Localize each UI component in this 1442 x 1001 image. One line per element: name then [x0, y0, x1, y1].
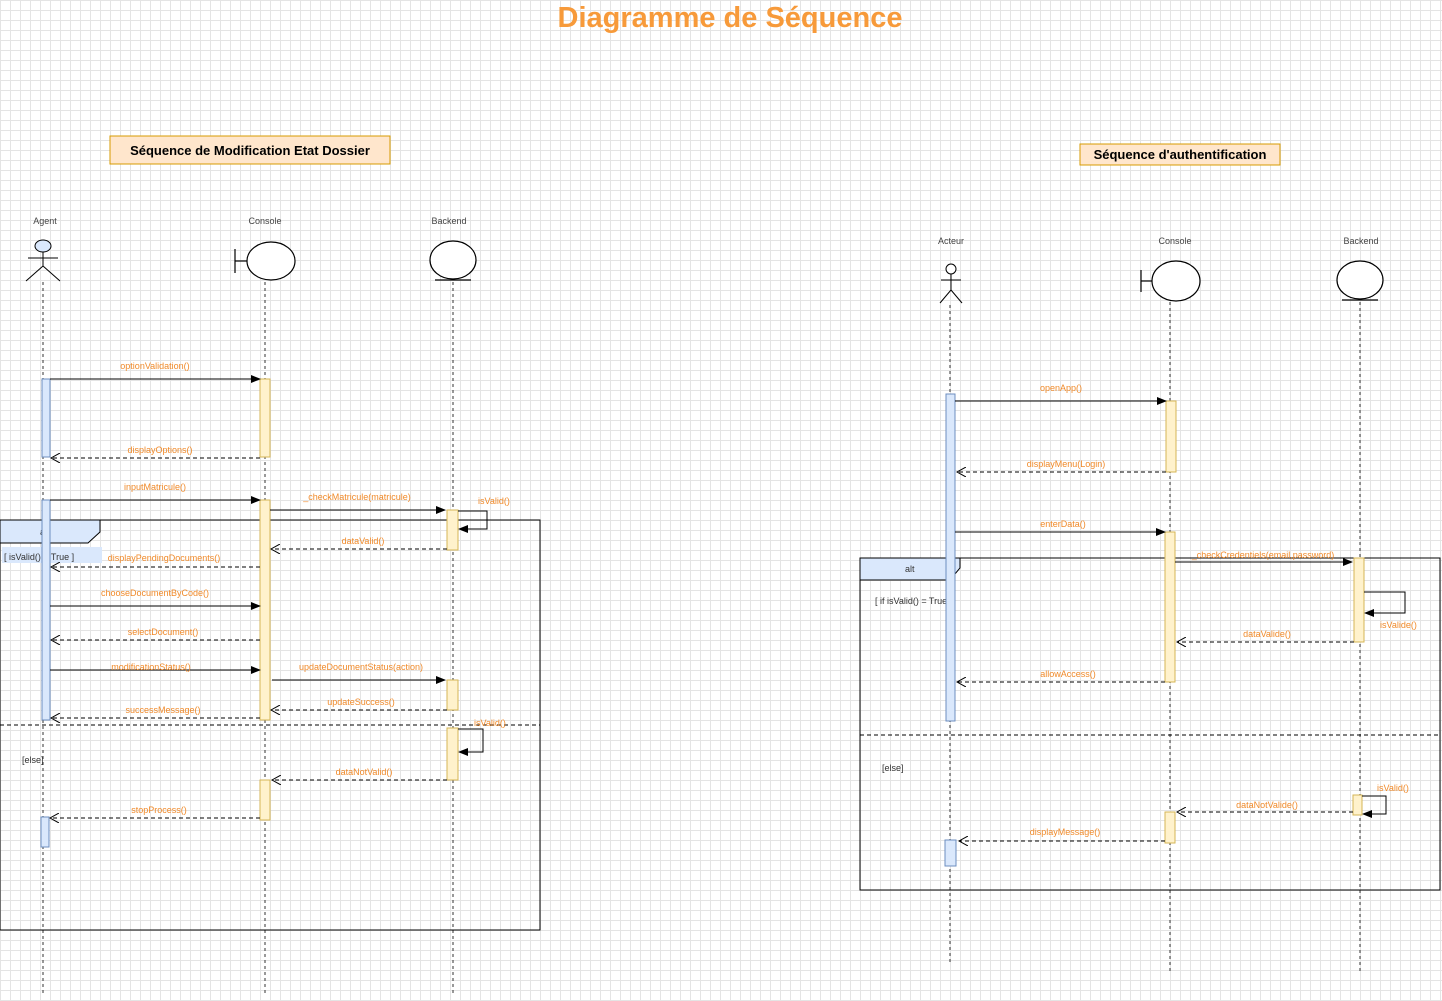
- console-activation: [259, 499, 271, 721]
- left-message-label: successMessage(): [125, 705, 200, 715]
- right-message-label: displayMessage(): [1030, 827, 1101, 837]
- left-message-label: displayPendingDocuments(): [108, 553, 221, 563]
- left-sequence-heading-box: [109, 135, 391, 165]
- right-actor-label-console: Console: [1158, 236, 1191, 246]
- left-message-label: chooseDocumentByCode(): [101, 588, 209, 598]
- backend-entity-icon: [1336, 260, 1384, 301]
- left-message-label: _checkMatricule(matricule): [302, 492, 411, 502]
- right-message-label: dataValide(): [1243, 629, 1291, 639]
- left-message-label: updateSuccess(): [327, 697, 395, 707]
- left-message-label: dataNotValid(): [336, 767, 393, 777]
- right-self-message-arrow: [1362, 795, 1387, 818]
- backend-activation: [1353, 557, 1365, 643]
- right-message-label: openApp(): [1040, 383, 1082, 393]
- backend-activation: [446, 727, 459, 781]
- right-message-label: allowAccess(): [1040, 669, 1096, 679]
- right-message-label: enterData(): [1040, 519, 1086, 529]
- right-sequence-heading-box: [1079, 143, 1281, 166]
- acteur-actor-icon: [939, 263, 963, 304]
- right-alt-frame: [859, 557, 1441, 891]
- left-alt-guard: [ isValid() = True ]: [4, 552, 74, 562]
- acteur-activation: [945, 393, 956, 722]
- right-self-message-arrow: [1364, 591, 1406, 617]
- left-actor-label-agent: Agent: [33, 216, 57, 226]
- diagram-title: Diagramme de Séquence: [558, 2, 903, 34]
- left-message-label: inputMatricule(): [124, 482, 186, 492]
- right-sequence: Séquence d'authentification Acteur Conso…: [859, 143, 1441, 972]
- left-guard-box: [2, 547, 102, 563]
- console-activation: [1164, 811, 1176, 844]
- right-alt-operator: alt: [905, 564, 915, 574]
- left-message-label: isValid(): [478, 496, 510, 506]
- left-message-label: modificationStatus(): [111, 662, 191, 672]
- backend-activation: [446, 509, 459, 551]
- left-message-label: stopProcess(): [131, 805, 187, 815]
- right-else-label: [else]: [882, 763, 904, 773]
- backend-activation: [1352, 794, 1363, 816]
- left-message-label: displayOptions(): [127, 445, 192, 455]
- agent-activation: [41, 378, 51, 458]
- console-activation: [1164, 531, 1176, 683]
- agent-actor-icon: [25, 239, 61, 282]
- agent-activation: [41, 499, 51, 721]
- backend-entity-icon: [429, 240, 477, 281]
- console-boundary-icon: [234, 241, 296, 281]
- console-activation: [259, 779, 271, 821]
- right-message-label: isValid(): [1377, 783, 1409, 793]
- console-boundary-icon: [1140, 260, 1201, 302]
- left-message-label: dataValid(): [342, 536, 385, 546]
- console-activation: [1165, 400, 1177, 473]
- right-alt-guard: [ if isValid() = True ]: [875, 596, 952, 606]
- right-message-label: isValide(): [1380, 620, 1417, 630]
- console-activation: [259, 378, 271, 458]
- left-actor-label-backend: Backend: [431, 216, 466, 226]
- right-actor-label-backend: Backend: [1343, 236, 1378, 246]
- right-sequence-heading: Séquence d'authentification: [1094, 147, 1267, 162]
- left-self-message-arrow: [458, 510, 488, 533]
- left-self-message-arrow: [458, 728, 484, 756]
- right-message-label: dataNotValide(): [1236, 800, 1298, 810]
- agent-activation: [40, 816, 50, 848]
- right-message-label: displayMenu(Login): [1027, 459, 1106, 469]
- right-message-label: _checkCredentiels(email,password): [1191, 550, 1335, 560]
- left-message-label: isValid(): [474, 718, 506, 728]
- left-sequence-heading: Séquence de Modification Etat Dossier: [130, 143, 370, 158]
- left-message-label: optionValidation(): [120, 361, 189, 371]
- left-actor-label-console: Console: [248, 216, 281, 226]
- left-else-label: [else]: [22, 755, 44, 765]
- left-message-label: updateDocumentStatus(action): [299, 662, 423, 672]
- backend-activation: [446, 679, 459, 711]
- right-actor-label-acteur: Acteur: [938, 236, 964, 246]
- left-message-label: selectDocument(): [128, 627, 199, 637]
- left-sequence: Séquence de Modification Etat Dossier Ag…: [0, 135, 541, 996]
- acteur-activation: [944, 839, 957, 867]
